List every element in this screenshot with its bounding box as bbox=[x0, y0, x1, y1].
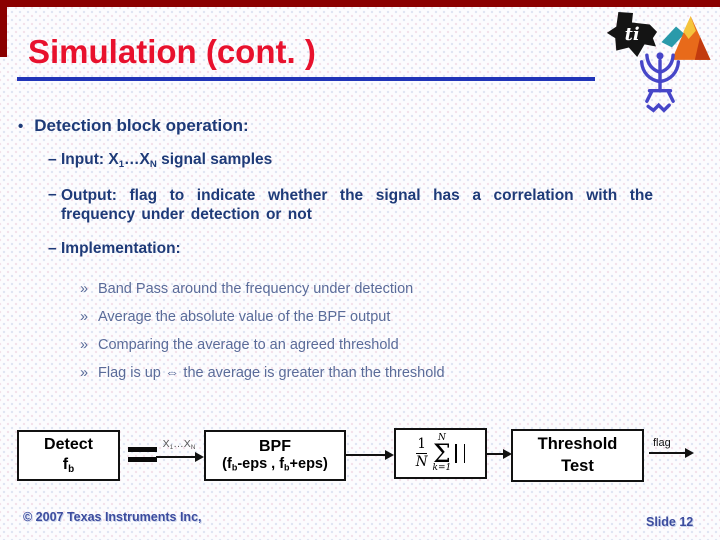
threshold-block-line1: Threshold bbox=[537, 435, 618, 454]
footer-copyright: © 2007 Texas Instruments Inc, bbox=[23, 510, 202, 524]
footer-slide-number: Slide 12 bbox=[646, 515, 694, 529]
bullet-bandpass: » Band Pass around the frequency under d… bbox=[80, 281, 413, 297]
texas-instruments-logo: ti bbox=[606, 12, 658, 57]
bullet-implementation-text: Implementation: bbox=[61, 240, 181, 257]
bullet-bandpass-text: Band Pass around the frequency under det… bbox=[98, 281, 414, 297]
chevron-icon: » bbox=[80, 309, 89, 325]
left-accent-bar bbox=[0, 0, 7, 57]
bpf-block: BPF (fb-eps , fb+eps) bbox=[204, 430, 346, 481]
equals-bar-bottom bbox=[128, 457, 157, 462]
chevron-icon: » bbox=[80, 281, 89, 297]
bullet-output-text: Output: flag to indicate whether the sig… bbox=[61, 187, 653, 223]
bullet-comparing-text: Comparing the average to an agreed thres… bbox=[98, 337, 399, 353]
bullet-average: » Average the absolute value of the BPF … bbox=[80, 309, 390, 325]
matlab-logo bbox=[661, 16, 711, 60]
bullet-input: – Input: X1…XN signal samples bbox=[48, 151, 272, 170]
threshold-block: Threshold Test bbox=[511, 429, 644, 482]
tel-aviv-university-logo bbox=[639, 52, 681, 113]
bpf-block-range: (fb-eps , fb+eps) bbox=[222, 455, 328, 473]
bullet-flag: » Flag is up ⇔ the average is greater th… bbox=[80, 365, 445, 381]
threshold-block-line2: Test bbox=[561, 456, 594, 475]
detect-block: Detect fb bbox=[17, 430, 120, 481]
bullet-comparing: » Comparing the average to an agreed thr… bbox=[80, 337, 399, 353]
abs-bar-right bbox=[463, 444, 466, 463]
bullet-implementation: – Implementation: bbox=[48, 240, 181, 258]
detect-block-label: Detect bbox=[44, 435, 93, 453]
slide-title: Simulation (cont. ) bbox=[28, 33, 316, 70]
bullet-input-text: Input: X1…XN signal samples bbox=[61, 151, 273, 170]
bullet-flag-text: Flag is up ⇔ the average is greater than… bbox=[98, 365, 445, 381]
top-accent-bar bbox=[0, 0, 720, 7]
detect-block-freq: fb bbox=[62, 455, 75, 475]
dash-icon: – bbox=[48, 151, 57, 168]
bullet-output: – Output: flag to indicate whether the s… bbox=[48, 186, 653, 224]
title-underline bbox=[17, 77, 595, 81]
arrow-flag-output bbox=[649, 448, 694, 458]
bullet-average-text: Average the absolute value of the BPF ou… bbox=[98, 309, 391, 325]
equals-bar-top bbox=[128, 447, 157, 452]
sigma-icon: Σ bbox=[433, 438, 451, 468]
formula-sum: N Σ k=1 bbox=[432, 432, 452, 474]
arrow-bpf-to-sum bbox=[346, 450, 394, 460]
bullet-dot-icon: • bbox=[18, 118, 24, 135]
ti-monogram: ti bbox=[625, 24, 640, 45]
formula-fraction: 1 N bbox=[415, 435, 428, 471]
samples-arrow-label: X1…XN bbox=[162, 438, 196, 451]
fraction-bar bbox=[416, 452, 428, 455]
bullet-detection-operation: • Detection block operation: bbox=[18, 116, 249, 136]
bullet-level1-text: Detection block operation: bbox=[34, 116, 249, 135]
equals-sign bbox=[128, 447, 157, 467]
chevron-icon: » bbox=[80, 365, 89, 381]
chevron-icon: » bbox=[80, 337, 89, 353]
flag-arrow-label: flag bbox=[653, 437, 671, 449]
dash-icon: – bbox=[48, 186, 57, 203]
abs-bar-left bbox=[455, 444, 457, 463]
average-formula-block: 1 N N Σ k=1 bbox=[394, 428, 487, 479]
dash-icon: – bbox=[48, 240, 57, 257]
arrow-sum-to-threshold bbox=[487, 449, 512, 459]
arrow-samples-to-bpf bbox=[156, 452, 204, 462]
bpf-block-label: BPF bbox=[259, 438, 291, 456]
